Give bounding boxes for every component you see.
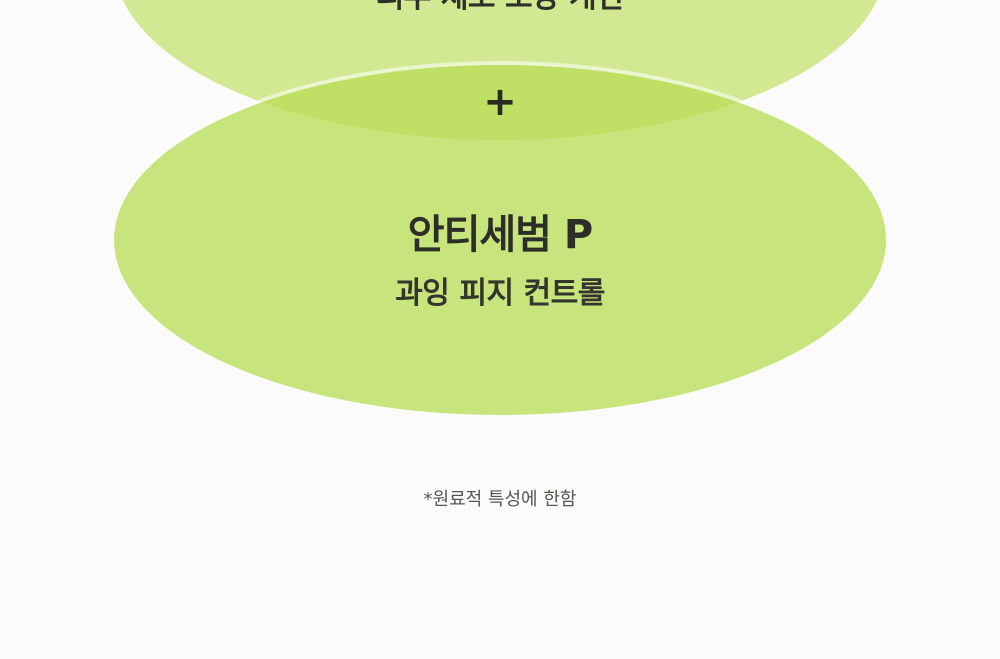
top-ingredient-caption: 피부 세포 보강 개선 — [0, 0, 1000, 16]
plus-icon: + — [483, 79, 517, 125]
bottom-ingredient-ellipse — [114, 65, 886, 415]
ingredient-subtitle: 과잉 피지 컨트롤 — [395, 276, 605, 311]
footnote-text: *원료적 특성에 한함 — [423, 489, 577, 510]
ingredient-title: 안티세범 P — [407, 212, 593, 258]
